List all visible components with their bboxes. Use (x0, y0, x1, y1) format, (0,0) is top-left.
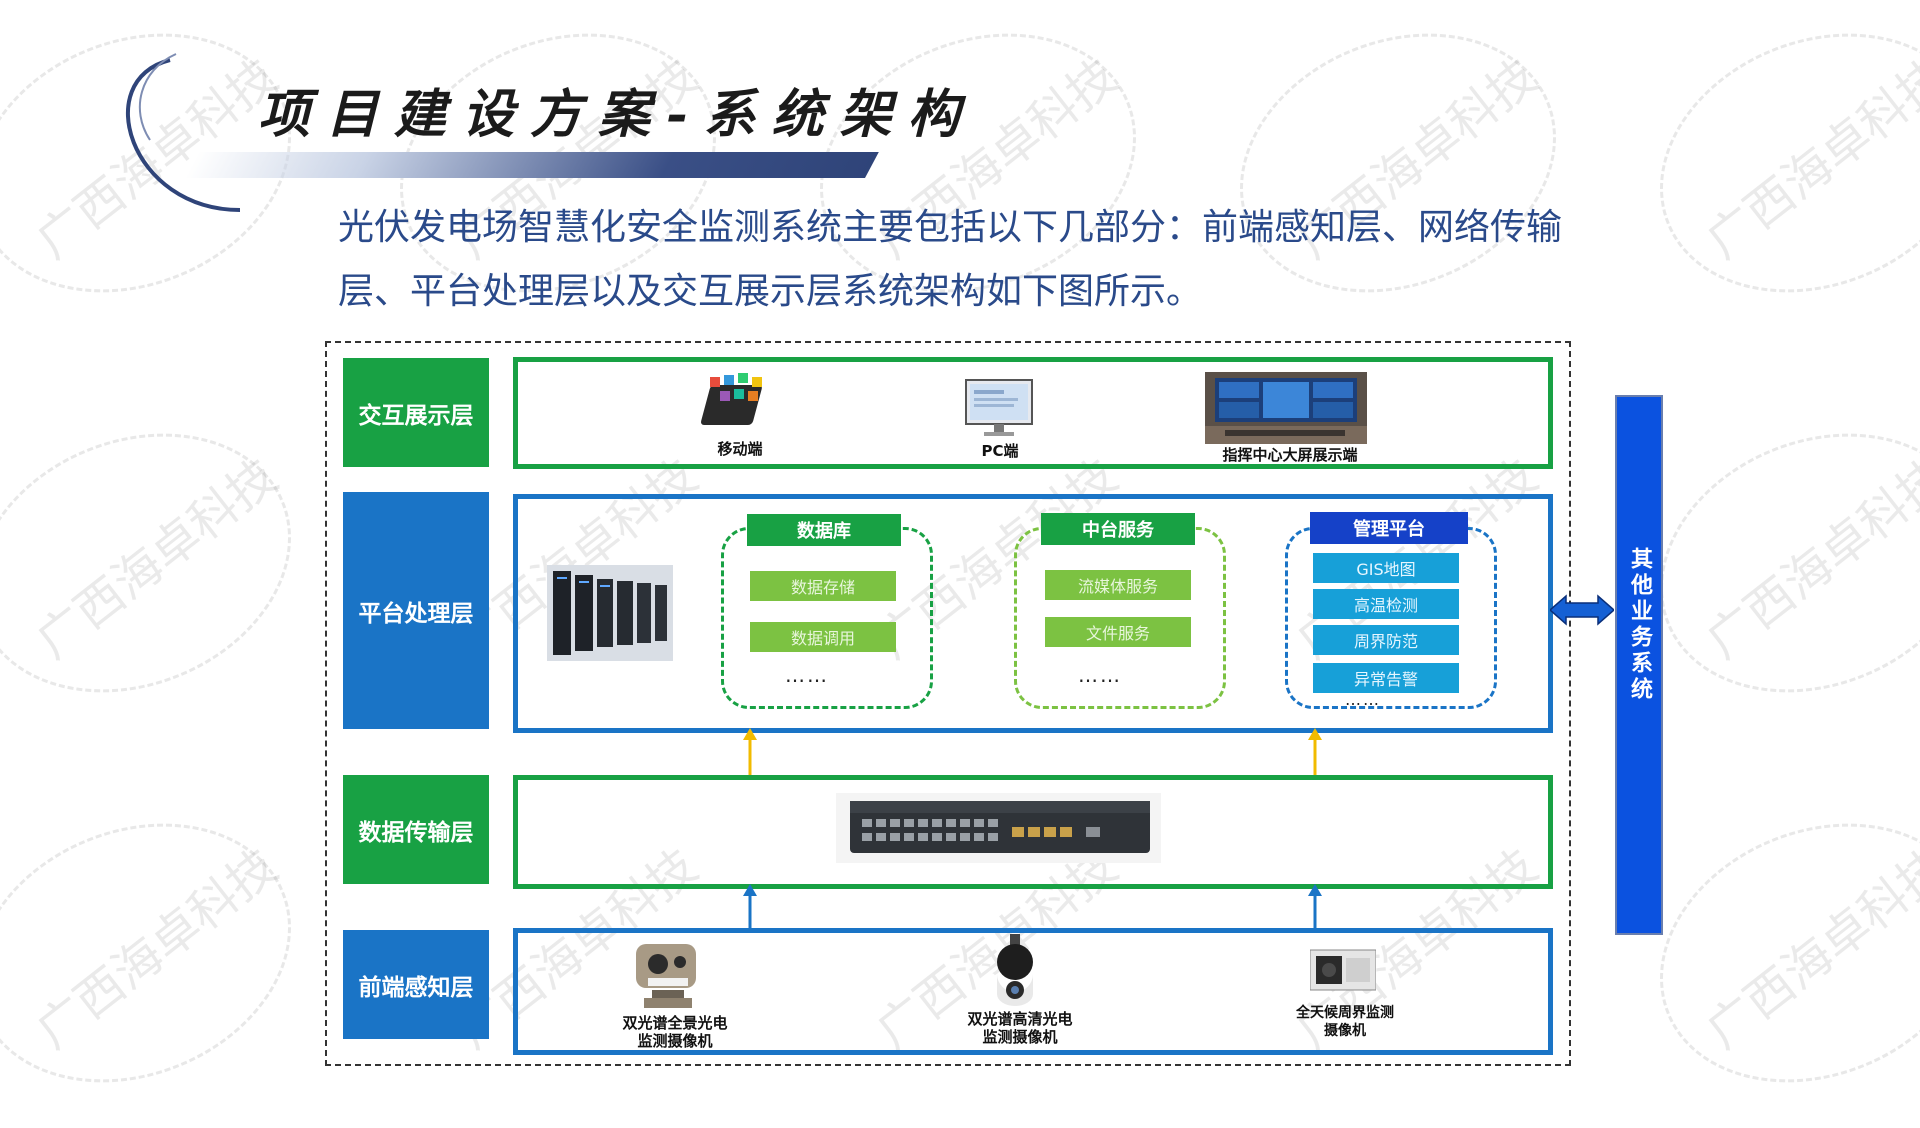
caption-line: 双光谱高清光电 (967, 1010, 1073, 1028)
database-item-query: 数据调用 (750, 622, 896, 652)
management-more: …… (1345, 690, 1381, 709)
layer-label-interaction: 交互展示层 (343, 358, 489, 467)
device-caption-command-center: 指挥中心大屏展示端 (1222, 446, 1358, 464)
server-rack-icon (547, 565, 673, 661)
caption-line: 摄像机 (1324, 1023, 1366, 1039)
watermark-text: 广西海卓科技 (1696, 448, 1920, 670)
database-more: …… (785, 663, 829, 687)
command-center-screen-icon (1205, 372, 1367, 444)
watermark-ring (1620, 0, 1920, 339)
database-header: 数据库 (747, 514, 901, 546)
watermark-text: 广西海卓科技 (1696, 838, 1920, 1060)
dome-camera-icon (997, 934, 1033, 1006)
uplink-arrow-icon (1308, 728, 1322, 776)
caption-line: 监测摄像机 (982, 1028, 1058, 1046)
uplink-arrow-icon (743, 884, 757, 930)
watermark-ring (1620, 387, 1920, 739)
bidirectional-arrow-icon (1550, 594, 1614, 626)
device-caption-pc: PC端 (981, 442, 1019, 460)
intro-paragraph: 光伏发电场智慧化安全监测系统主要包括以下几部分：前端感知层、网络传输层、平台处理… (338, 207, 1563, 312)
caption-line: 双光谱全景光电 (622, 1014, 728, 1032)
mgmt-item-gis: GIS地图 (1313, 553, 1459, 583)
side-system-bar: 其他业务系统 (1615, 395, 1663, 935)
uplink-arrow-icon (743, 728, 757, 776)
watermark-ring (0, 777, 331, 1128)
database-item-storage: 数据存储 (750, 571, 896, 601)
caption-line: 监测摄像机 (637, 1032, 713, 1050)
uplink-arrow-icon (1308, 884, 1322, 930)
mobile-device-icon (700, 373, 762, 425)
caption-line: 全天候周界监测 (1296, 1005, 1394, 1021)
title-swoosh-icon (125, 53, 241, 212)
device-caption-dome-camera: 双光谱高清光电 监测摄像机 (950, 1010, 1090, 1046)
middle-item-streaming: 流媒体服务 (1045, 570, 1191, 600)
title-underline-bar (185, 152, 879, 178)
page-title: 项目建设方案-系统架构 (258, 84, 976, 145)
architecture-frame (325, 341, 1571, 1066)
layer-label-platform: 平台处理层 (343, 492, 489, 729)
watermark-text: 广西海卓科技 (26, 838, 288, 1060)
panoramic-camera-icon (636, 944, 696, 1008)
watermark-text: 广西海卓科技 (1696, 48, 1920, 270)
management-header: 管理平台 (1310, 512, 1468, 544)
mgmt-item-alarm: 异常告警 (1313, 663, 1459, 693)
network-switch-icon (836, 793, 1161, 863)
interaction-layer-box (513, 357, 1553, 469)
watermark-ring (1620, 777, 1920, 1128)
middle-item-file: 文件服务 (1045, 617, 1191, 647)
layer-label-perception: 前端感知层 (343, 930, 489, 1039)
middle-more: …… (1078, 663, 1122, 687)
mgmt-item-perimeter: 周界防范 (1313, 625, 1459, 655)
device-caption-mobile: 移动端 (717, 440, 763, 458)
mgmt-item-temperature: 高温检测 (1313, 589, 1459, 619)
device-caption-perimeter-camera: 全天候周界监测 摄像机 (1270, 1004, 1420, 1040)
watermark-ring (0, 387, 331, 739)
middle-service-header: 中台服务 (1041, 513, 1195, 545)
transport-layer-box (513, 775, 1553, 889)
platform-layer-box (513, 494, 1553, 733)
perception-layer-box (513, 928, 1553, 1055)
device-caption-panoramic-camera: 双光谱全景光电 监测摄像机 (600, 1014, 750, 1050)
side-system-label: 其他业务系统 (1627, 547, 1652, 703)
perimeter-camera-icon (1310, 949, 1376, 991)
layer-label-transport: 数据传输层 (343, 775, 489, 884)
watermark-text: 广西海卓科技 (26, 448, 288, 670)
pc-monitor-icon (965, 379, 1033, 436)
